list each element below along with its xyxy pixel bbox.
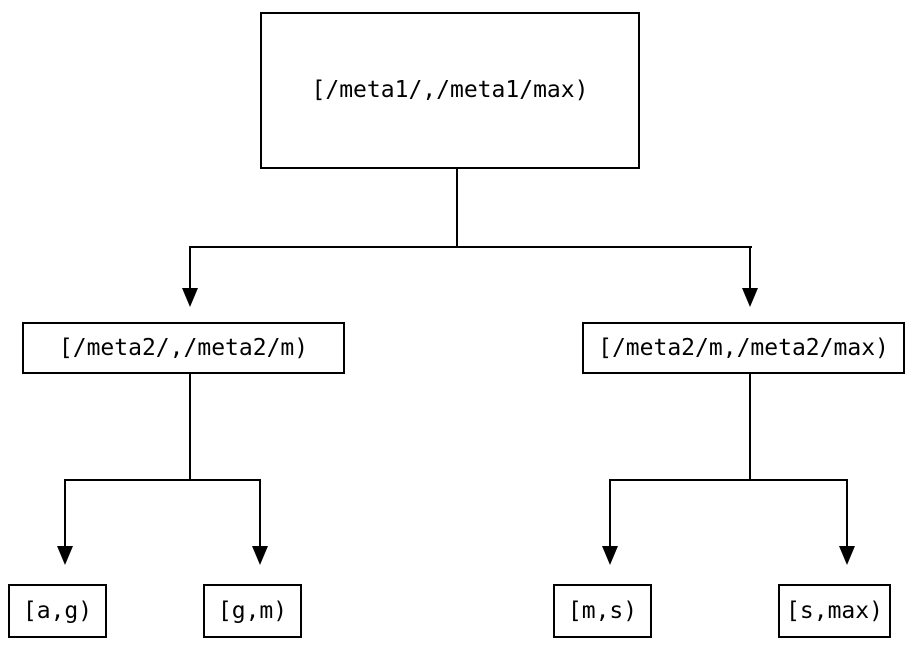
node-leaf-ms-label: [m,s) [567,597,638,624]
edge-root-stem [456,169,458,248]
edge-left-to-leaf2-drop [259,479,261,547]
edge-right-split-bar [609,479,848,481]
edge-right-to-leaf3-drop [609,479,611,547]
node-right: [/meta2/m,/meta2/max) [582,322,905,374]
edge-root-to-right-drop [749,246,751,290]
edge-right-stem [749,374,751,481]
edge-left-stem [189,374,191,481]
arrowhead-to-right-node-icon [742,288,758,307]
edge-left-to-leaf1-drop [64,479,66,547]
node-leaf-smax-label: [s,max) [786,597,883,624]
node-left-label: [/meta2/,/meta2/m) [58,334,309,361]
arrowhead-to-leaf4-icon [839,546,855,565]
edge-left-split-bar [64,479,261,481]
node-left: [/meta2/,/meta2/m) [22,322,345,374]
node-leaf-gm: [g,m) [203,584,302,638]
node-leaf-gm-label: [g,m) [217,597,288,624]
arrowhead-to-left-node-icon [182,288,198,307]
edge-root-to-left-drop [189,246,191,290]
edge-right-to-leaf4-drop [846,479,848,547]
node-leaf-smax: [s,max) [778,584,891,638]
node-right-label: [/meta2/m,/meta2/max) [598,334,889,361]
node-leaf-ag: [a,g) [8,584,107,638]
arrowhead-to-leaf3-icon [602,546,618,565]
node-root: [/meta1/,/meta1/max) [260,12,640,169]
node-root-label: [/meta1/,/meta1/max) [311,77,589,103]
node-leaf-ag-label: [a,g) [22,597,93,624]
node-leaf-ms: [m,s) [553,584,652,638]
edge-root-split-bar [189,246,752,248]
arrowhead-to-leaf2-icon [252,546,268,565]
arrowhead-to-leaf1-icon [57,546,73,565]
